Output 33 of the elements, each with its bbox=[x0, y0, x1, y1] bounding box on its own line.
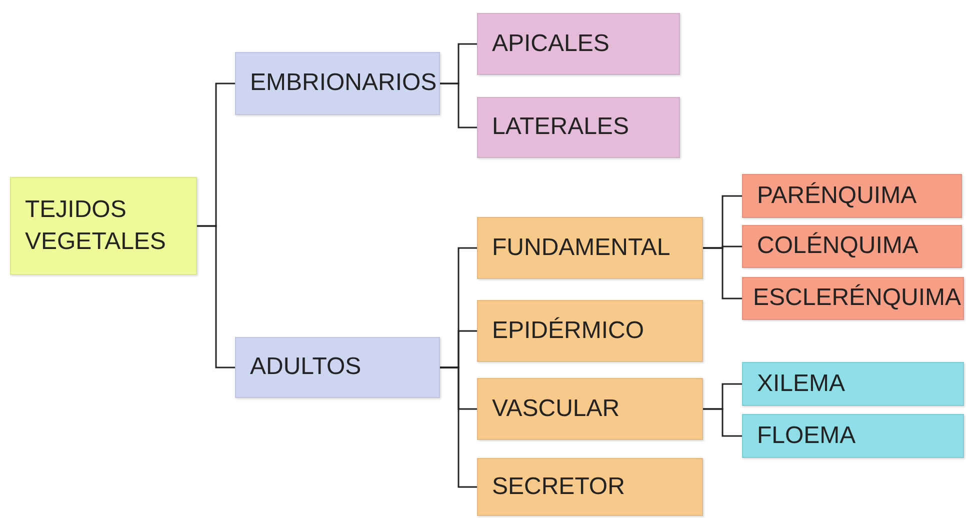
connector-line bbox=[440, 366, 477, 488]
connector-line bbox=[440, 82, 477, 128]
node-label: APICALES bbox=[492, 28, 610, 59]
category-box bbox=[477, 300, 703, 362]
category-box bbox=[742, 414, 964, 458]
node-label: ADULTOS bbox=[250, 352, 362, 382]
category-box bbox=[477, 13, 680, 75]
node-label: VASCULAR bbox=[492, 394, 620, 424]
node-label: FUNDAMENTAL bbox=[492, 232, 670, 263]
node-label: FLOEMA bbox=[757, 420, 856, 451]
node-label: EPIDÉRMICO bbox=[492, 316, 644, 346]
connector-line bbox=[703, 408, 742, 437]
category-box bbox=[742, 362, 964, 406]
node-label: ESCLERÉNQUIMA bbox=[753, 283, 962, 314]
category-box bbox=[10, 177, 197, 275]
category-box bbox=[235, 337, 440, 398]
category-box bbox=[477, 217, 703, 279]
category-box bbox=[235, 52, 440, 115]
category-box bbox=[477, 378, 703, 440]
category-box bbox=[742, 225, 962, 268]
node-label: PARÉNQUIMA bbox=[757, 180, 917, 211]
connector-line bbox=[197, 225, 235, 368]
category-box bbox=[477, 97, 680, 158]
node-label: LATERALES bbox=[492, 112, 629, 142]
node-label: XILEMA bbox=[757, 368, 846, 399]
node-label: COLÉNQUIMA bbox=[757, 231, 918, 262]
category-box bbox=[477, 458, 703, 516]
category-box bbox=[742, 174, 962, 218]
node-label: TEJIDOS VEGETALES bbox=[25, 194, 167, 257]
category-box bbox=[742, 277, 964, 320]
node-label: SECRETOR bbox=[492, 472, 625, 502]
node-label: EMBRIONARIOS bbox=[250, 68, 437, 98]
connector-line bbox=[703, 247, 742, 300]
